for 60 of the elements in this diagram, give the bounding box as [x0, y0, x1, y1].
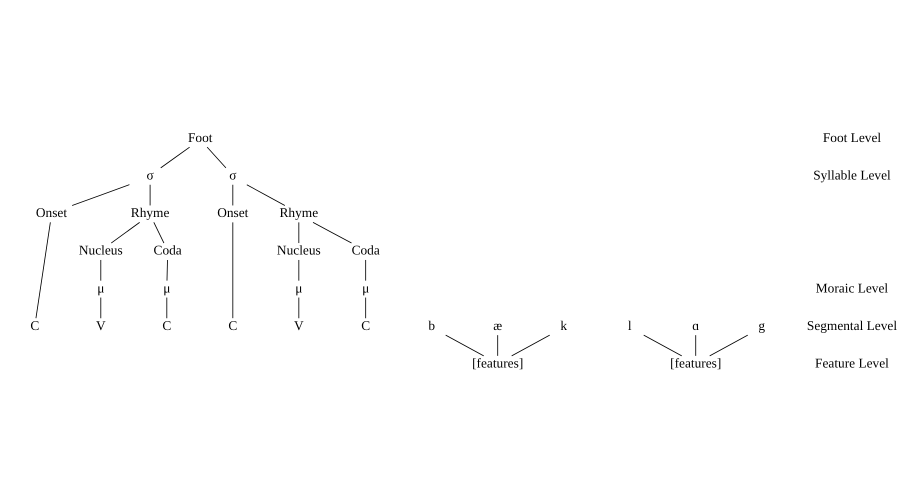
- node-text: Coda: [352, 242, 380, 258]
- node-text: Nucleus: [276, 242, 321, 258]
- connector: [298, 297, 300, 319]
- connector: [298, 260, 300, 282]
- node-text: l: [628, 318, 632, 333]
- node-text: μ: [163, 280, 170, 296]
- connector: [166, 297, 168, 319]
- node-text: V: [294, 318, 304, 333]
- node-text: k: [560, 318, 568, 333]
- label: Feature Level: [815, 355, 889, 370]
- connector: [232, 222, 234, 319]
- node-text: μ: [295, 280, 302, 296]
- node-text: æ: [493, 318, 502, 333]
- node-text: σ: [229, 167, 236, 182]
- connector: [150, 184, 151, 206]
- node-text: g: [758, 318, 766, 333]
- connector: [365, 260, 366, 282]
- node-text: C: [30, 318, 40, 333]
- node-text: C: [361, 318, 370, 333]
- label: Foot Level: [822, 130, 882, 145]
- connector: [72, 184, 130, 206]
- connector: [643, 334, 682, 356]
- connector: [298, 222, 300, 244]
- node-text: σ: [146, 167, 154, 182]
- node-text: Nucleus: [78, 242, 123, 258]
- connector: [110, 222, 140, 244]
- connector: [232, 184, 234, 206]
- connector: [497, 334, 498, 356]
- node-text: b: [428, 318, 436, 333]
- node-text: Rhyme: [130, 205, 170, 220]
- node-text: Onset: [36, 205, 68, 220]
- label: Moraic Level: [816, 280, 888, 296]
- node-text: [features]: [670, 355, 722, 370]
- connector: [100, 297, 102, 319]
- connector: [365, 297, 366, 319]
- label: Syllable Level: [813, 167, 891, 182]
- node-text: V: [96, 318, 106, 333]
- node-text: ɑ: [692, 318, 700, 333]
- node-text: C: [162, 318, 172, 333]
- connector: [166, 260, 168, 282]
- node-text: μ: [362, 280, 370, 296]
- connector: [100, 260, 102, 282]
- node-text: Foot: [188, 130, 212, 145]
- node-text: μ: [97, 280, 104, 296]
- node-text: Rhyme: [280, 205, 318, 220]
- connector: [36, 222, 51, 319]
- node-text: [features]: [472, 355, 524, 370]
- connector: [695, 334, 696, 356]
- connector: [246, 184, 286, 206]
- node-text: Onset: [217, 205, 248, 220]
- label: Segmental Level: [806, 318, 898, 333]
- connector: [511, 334, 550, 356]
- connector: [206, 146, 226, 168]
- node-text: C: [228, 318, 238, 333]
- connector: [153, 222, 164, 244]
- connector: [445, 334, 484, 356]
- connector: [709, 334, 748, 356]
- connector: [312, 222, 352, 244]
- node-text: Coda: [154, 242, 182, 258]
- connector: [160, 146, 190, 168]
